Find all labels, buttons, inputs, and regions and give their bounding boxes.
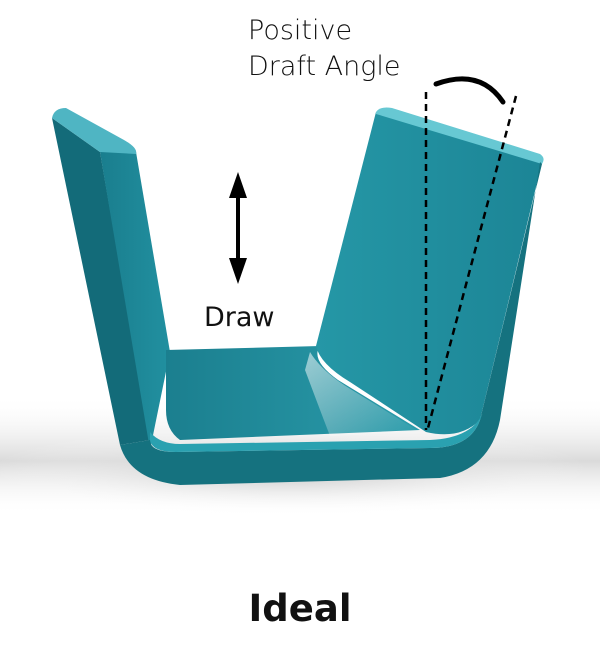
left-wall-face bbox=[100, 152, 170, 450]
caption-title: Ideal bbox=[248, 587, 352, 630]
u-channel-part bbox=[52, 107, 544, 485]
right-wall-face bbox=[316, 112, 542, 435]
base-rim bbox=[150, 410, 484, 452]
draft-wall-line bbox=[426, 95, 518, 429]
base-front bbox=[120, 162, 542, 485]
floor-highlight bbox=[305, 352, 420, 436]
draft-angle-arc-icon bbox=[433, 76, 506, 105]
draft-angle-label-line1: Positive bbox=[248, 15, 353, 46]
left-wall-top bbox=[52, 108, 137, 154]
draw-label: Draw bbox=[204, 302, 275, 333]
left-wall-side bbox=[52, 118, 150, 445]
right-wall-top bbox=[376, 107, 544, 164]
draft-angle-annotation bbox=[424, 76, 518, 430]
draw-arrow-icon bbox=[229, 172, 247, 284]
draft-angle-label: Positive Draft Angle bbox=[248, 13, 401, 85]
draft-angle-label-line2: Draft Angle bbox=[248, 51, 401, 82]
